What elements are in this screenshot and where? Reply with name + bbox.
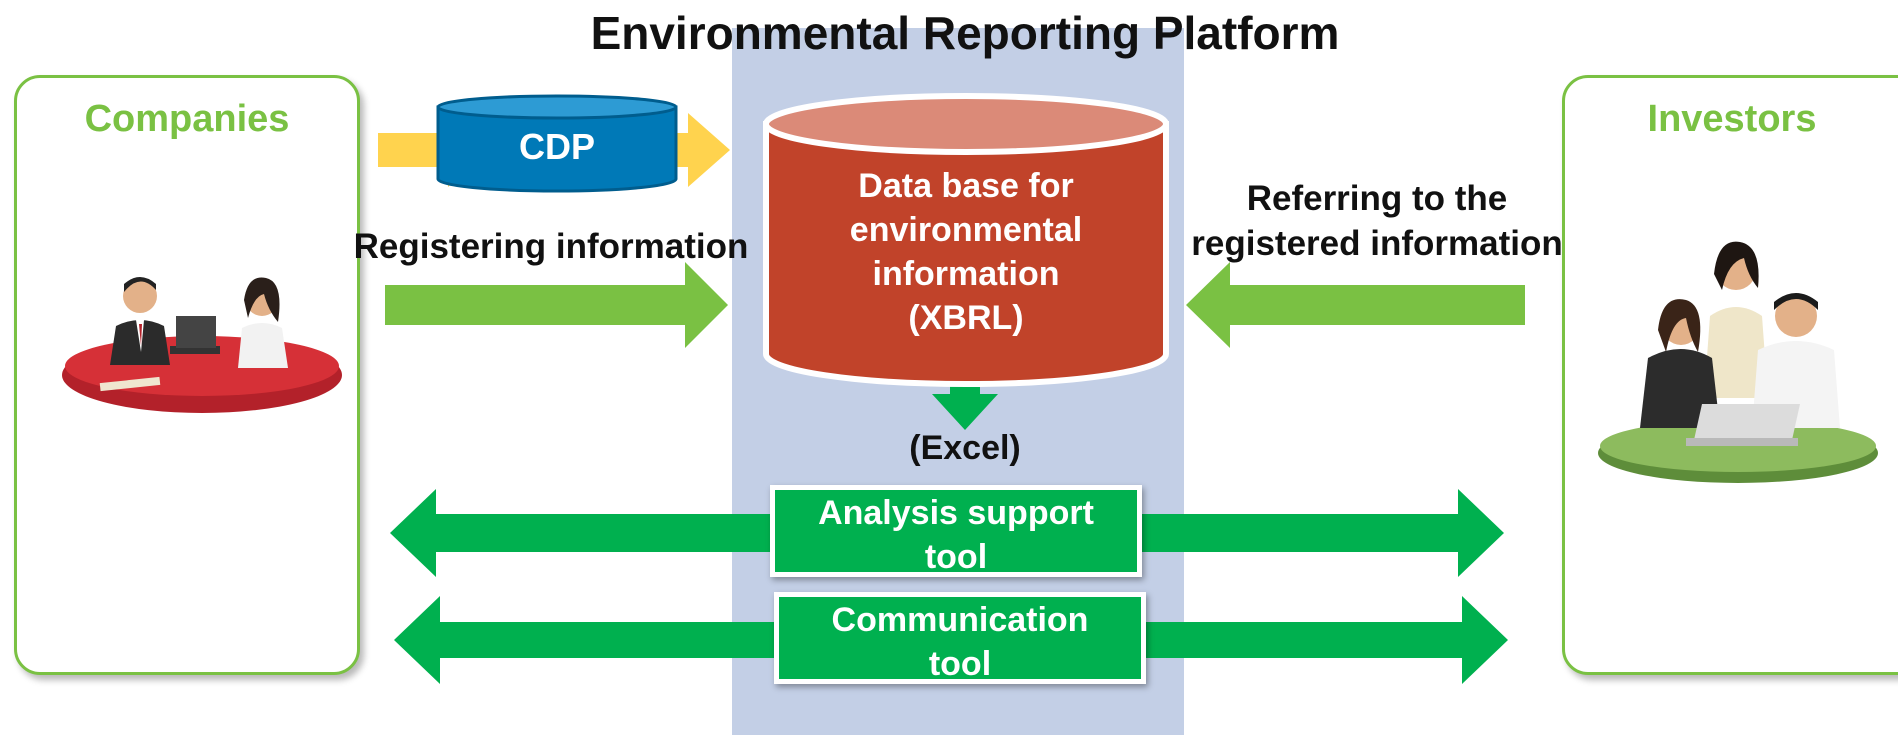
database-label-line: (XBRL) bbox=[908, 299, 1024, 337]
database-label-line: environmental bbox=[849, 211, 1083, 249]
analysis-tool-line: Analysis support bbox=[818, 494, 1094, 532]
investors-label: Investors bbox=[1647, 98, 1817, 140]
analysis-tool-line: tool bbox=[924, 538, 988, 576]
referring-arrow bbox=[1186, 262, 1525, 348]
database-label-line: information bbox=[872, 255, 1060, 293]
diagram-title: Environmental Reporting Platform bbox=[590, 7, 1340, 59]
investors-group-illustration bbox=[1598, 241, 1878, 483]
communication-tool: Communication tool bbox=[774, 592, 1146, 684]
database-label-line: Data base for bbox=[858, 167, 1074, 205]
database-cylinder bbox=[763, 93, 1169, 387]
referring-label-line: registered information bbox=[1191, 224, 1563, 263]
companies-label: Companies bbox=[84, 98, 290, 140]
cdp-label: CDP bbox=[518, 126, 595, 167]
referring-label-line: Referring to the bbox=[1246, 179, 1508, 218]
registering-label: Registering information bbox=[353, 227, 749, 266]
companies-meeting-illustration bbox=[62, 277, 342, 413]
referring-label: Referring to the registered information bbox=[1172, 176, 1582, 266]
communication-tool-line: tool bbox=[928, 645, 992, 683]
communication-tool-line: Communication bbox=[831, 601, 1089, 639]
analysis-support-tool: Analysis support tool bbox=[770, 485, 1142, 577]
cdp-cylinder bbox=[436, 94, 678, 193]
excel-label: (Excel) bbox=[909, 429, 1021, 467]
registering-arrow bbox=[385, 262, 728, 348]
database-label: Data base for environmental information … bbox=[760, 164, 1172, 340]
